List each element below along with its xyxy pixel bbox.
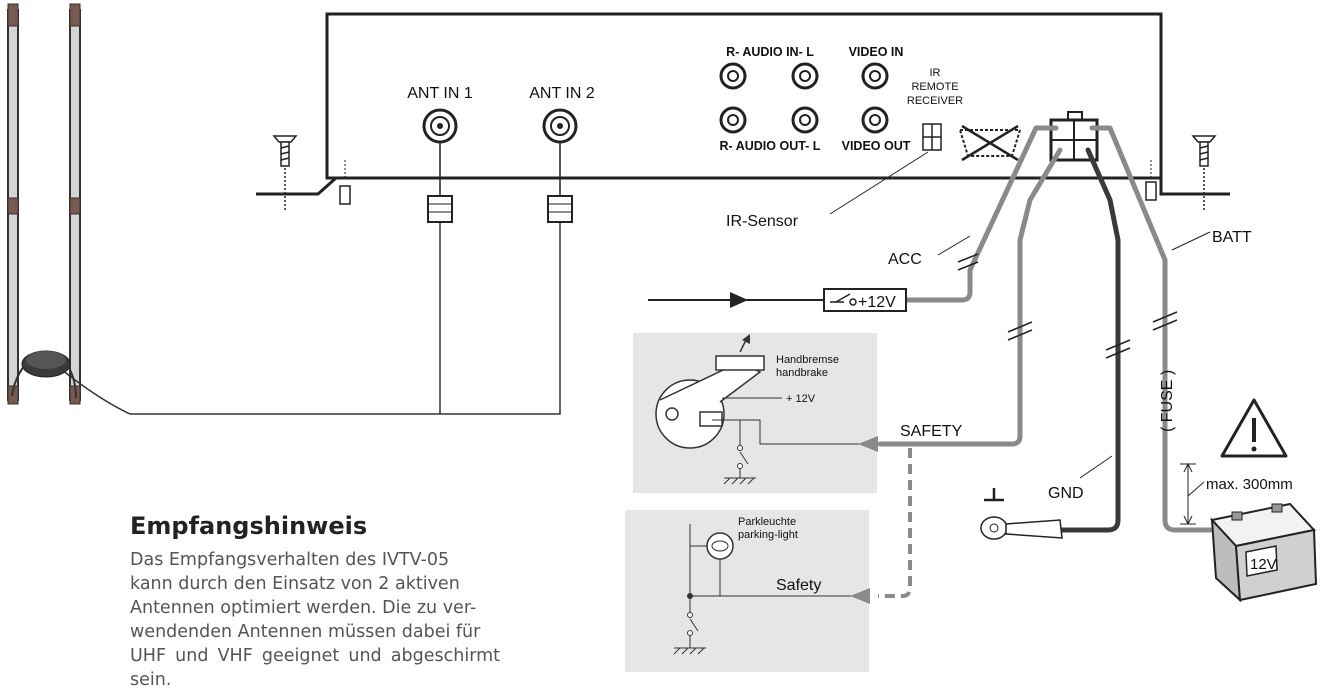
battery-icon bbox=[1210, 502, 1318, 603]
video-out-label: VIDEO OUT bbox=[842, 139, 911, 153]
cable-break-marks bbox=[957, 253, 1178, 359]
handbrake-panel bbox=[633, 333, 877, 493]
battery-label: 12V bbox=[1250, 556, 1277, 573]
power-connector-icon bbox=[1049, 111, 1099, 162]
ir-remote-line2: REMOTE bbox=[911, 81, 958, 93]
acc-leader bbox=[937, 235, 971, 256]
safety-lower-label: Safety bbox=[776, 577, 821, 594]
safety-lower-arrow-icon bbox=[850, 588, 870, 604]
antenna-cable bbox=[61, 210, 561, 415]
wiring-diagram: ANT IN 1 ANT IN 2 R- AUDIO IN- L VIDEO I… bbox=[7, 3, 1318, 672]
batt-leader bbox=[1171, 231, 1211, 251]
max-distance-label: max. 300mm bbox=[1206, 476, 1293, 493]
parking-line1: Parkleuchte bbox=[738, 516, 796, 528]
video-in-label: VIDEO IN bbox=[849, 45, 904, 59]
ant-in-2-connector-icon bbox=[542, 108, 578, 223]
batt-label: BATT bbox=[1212, 229, 1252, 246]
safety-upper-label: SAFETY bbox=[900, 423, 963, 440]
warning-icon bbox=[1220, 398, 1288, 458]
ir-remote-line3: RECEIVER bbox=[907, 95, 963, 107]
audio-in-label: R- AUDIO IN- L bbox=[726, 45, 814, 59]
parking-light-panel bbox=[625, 510, 869, 672]
audio-out-label: R- AUDIO OUT- L bbox=[720, 139, 821, 153]
ant-in-1-label: ANT IN 1 bbox=[407, 85, 473, 102]
distance-dimension bbox=[1180, 462, 1205, 526]
safety-arrow-icon bbox=[858, 436, 878, 452]
fuse-label: ( FUSE ) bbox=[1159, 370, 1176, 432]
handbrake-line2: handbrake bbox=[776, 367, 828, 379]
note-body: Das Empfangsverhalten des IVTV-05 kann d… bbox=[130, 550, 500, 690]
ant-in-2-label: ANT IN 2 bbox=[529, 85, 595, 102]
device-rear-panel bbox=[256, 12, 1230, 196]
screw-icon bbox=[272, 135, 1217, 212]
rca-jack-icons bbox=[719, 62, 889, 134]
plus12v-label: +12V bbox=[858, 294, 896, 311]
acc-input-line bbox=[648, 288, 907, 312]
antenna-rods bbox=[7, 3, 81, 405]
handbrake-line1: Handbremse bbox=[776, 354, 839, 366]
ir-sensor-label: IR-Sensor bbox=[726, 213, 799, 230]
ir-sensor-leader bbox=[829, 151, 929, 215]
gnd-leader bbox=[1079, 455, 1113, 479]
ant-in-1-connector-icon bbox=[422, 108, 458, 223]
power-cables bbox=[877, 125, 1213, 533]
ir-remote-line1: IR bbox=[930, 67, 941, 79]
disabled-port-icon bbox=[958, 124, 1022, 162]
parking-line2: parking-light bbox=[738, 529, 798, 541]
safety-dashed-link bbox=[878, 448, 912, 598]
acc-label: ACC bbox=[888, 251, 922, 268]
note-heading: Empfangshinweis bbox=[130, 512, 368, 540]
handbrake-voltage: + 12V bbox=[786, 393, 816, 405]
gnd-label: GND bbox=[1048, 485, 1084, 502]
ground-terminal-icon bbox=[980, 488, 1063, 540]
ir-receiver-icon bbox=[922, 123, 942, 151]
